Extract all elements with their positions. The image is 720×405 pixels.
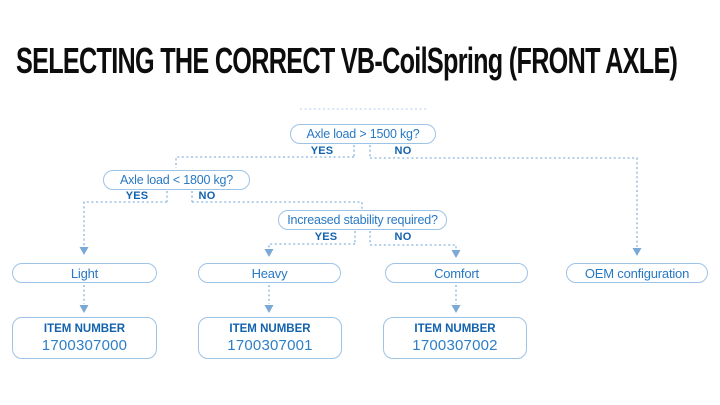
item-number-value: 1700307000: [41, 336, 128, 354]
arrow-down-icon: [632, 248, 642, 256]
item-number-box-comfort: ITEM NUMBER 1700307002: [383, 317, 527, 359]
arrow-down-icon: [451, 250, 461, 258]
result-label: Comfort: [434, 265, 479, 281]
item-number-value: 1700307002: [412, 336, 498, 354]
connector-d2-yes: [83, 201, 167, 246]
page-title: SELECTING THE CORRECT VB-CoilSpring (FRO…: [16, 40, 678, 81]
branch-label-no: NO: [394, 145, 412, 157]
branch-label-no: NO: [394, 231, 412, 243]
result-box-light: Light: [12, 263, 157, 283]
decision-question: Increased stability required?: [287, 213, 438, 227]
branch-label-yes: YES: [310, 145, 334, 157]
arrow-down-icon: [79, 247, 89, 255]
branch-label-yes: YES: [125, 190, 149, 202]
item-number-box-heavy: ITEM NUMBER 1700307001: [198, 317, 342, 359]
decision-question: Axle load < 1800 kg?: [119, 173, 234, 187]
decision-axle-load-1800: Axle load < 1800 kg?: [103, 170, 250, 190]
item-number-heading: ITEM NUMBER: [414, 322, 496, 335]
item-number-value: 1700307001: [227, 336, 313, 354]
result-box-comfort: Comfort: [385, 263, 528, 283]
connector-d2-no: [192, 201, 363, 209]
connector-d1-yes: [175, 156, 354, 168]
branch-label-yes: YES: [314, 231, 338, 243]
decision-question: Axle load > 1500 kg?: [306, 127, 420, 141]
connector-d3-no: [370, 244, 457, 249]
arrow-down-icon: [79, 305, 89, 313]
item-number-heading: ITEM NUMBER: [43, 322, 126, 335]
connector-d1-no: [370, 157, 638, 247]
arrow-down-icon: [264, 305, 274, 313]
item-number-heading: ITEM NUMBER: [229, 322, 311, 335]
branch-label-no: NO: [198, 190, 216, 202]
decision-increased-stability: Increased stability required?: [278, 210, 447, 230]
item-number-box-light: ITEM NUMBER 1700307000: [12, 317, 157, 359]
arrow-down-icon: [451, 305, 461, 313]
decision-axle-load-1500: Axle load > 1500 kg?: [290, 124, 436, 144]
result-label: Heavy: [251, 265, 288, 281]
result-label: OEM configuration: [584, 265, 690, 281]
result-label: Light: [70, 265, 99, 281]
result-box-oem-configuration: OEM configuration: [566, 263, 708, 283]
connector-d3-yes: [268, 243, 355, 248]
arrow-down-icon: [264, 249, 274, 257]
result-box-heavy: Heavy: [198, 263, 341, 283]
